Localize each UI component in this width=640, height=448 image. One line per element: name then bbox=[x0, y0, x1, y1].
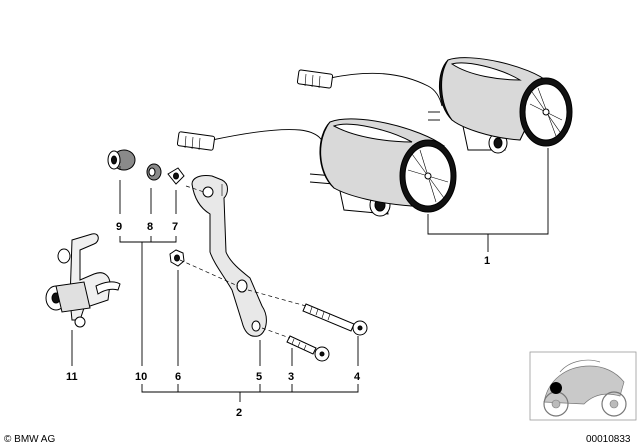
part-4-bolt bbox=[302, 303, 368, 336]
copyright-text: © BMW AG bbox=[4, 434, 55, 445]
part-5-bracket bbox=[191, 175, 267, 337]
callout-11: 11 bbox=[66, 371, 78, 383]
callout-3: 3 bbox=[288, 371, 294, 383]
connector-rear bbox=[296, 69, 334, 89]
part-3-bolt bbox=[286, 335, 330, 362]
part-8-washer bbox=[146, 163, 162, 181]
part-6-nut bbox=[169, 249, 185, 267]
callout-5: 5 bbox=[256, 371, 262, 383]
callout-10: 10 bbox=[135, 371, 147, 383]
diagram-number: 00010833 bbox=[586, 434, 631, 445]
location-marker-icon bbox=[550, 382, 562, 394]
motorcycle-locator-thumbnail bbox=[529, 351, 637, 421]
connector-front bbox=[176, 131, 216, 151]
callout-4: 4 bbox=[354, 371, 361, 383]
callout-1: 1 bbox=[484, 255, 490, 267]
callout-2: 2 bbox=[236, 407, 242, 419]
spotlight-front bbox=[176, 118, 457, 217]
callout-9: 9 bbox=[116, 221, 122, 233]
part-7-spacer bbox=[167, 167, 185, 185]
spotlight-rear bbox=[296, 57, 573, 154]
part-9-grommet bbox=[107, 149, 136, 171]
part-11-clamp bbox=[45, 233, 121, 328]
callout-6: 6 bbox=[175, 371, 181, 383]
callout-7: 7 bbox=[172, 221, 178, 233]
callout-8: 8 bbox=[147, 221, 153, 233]
